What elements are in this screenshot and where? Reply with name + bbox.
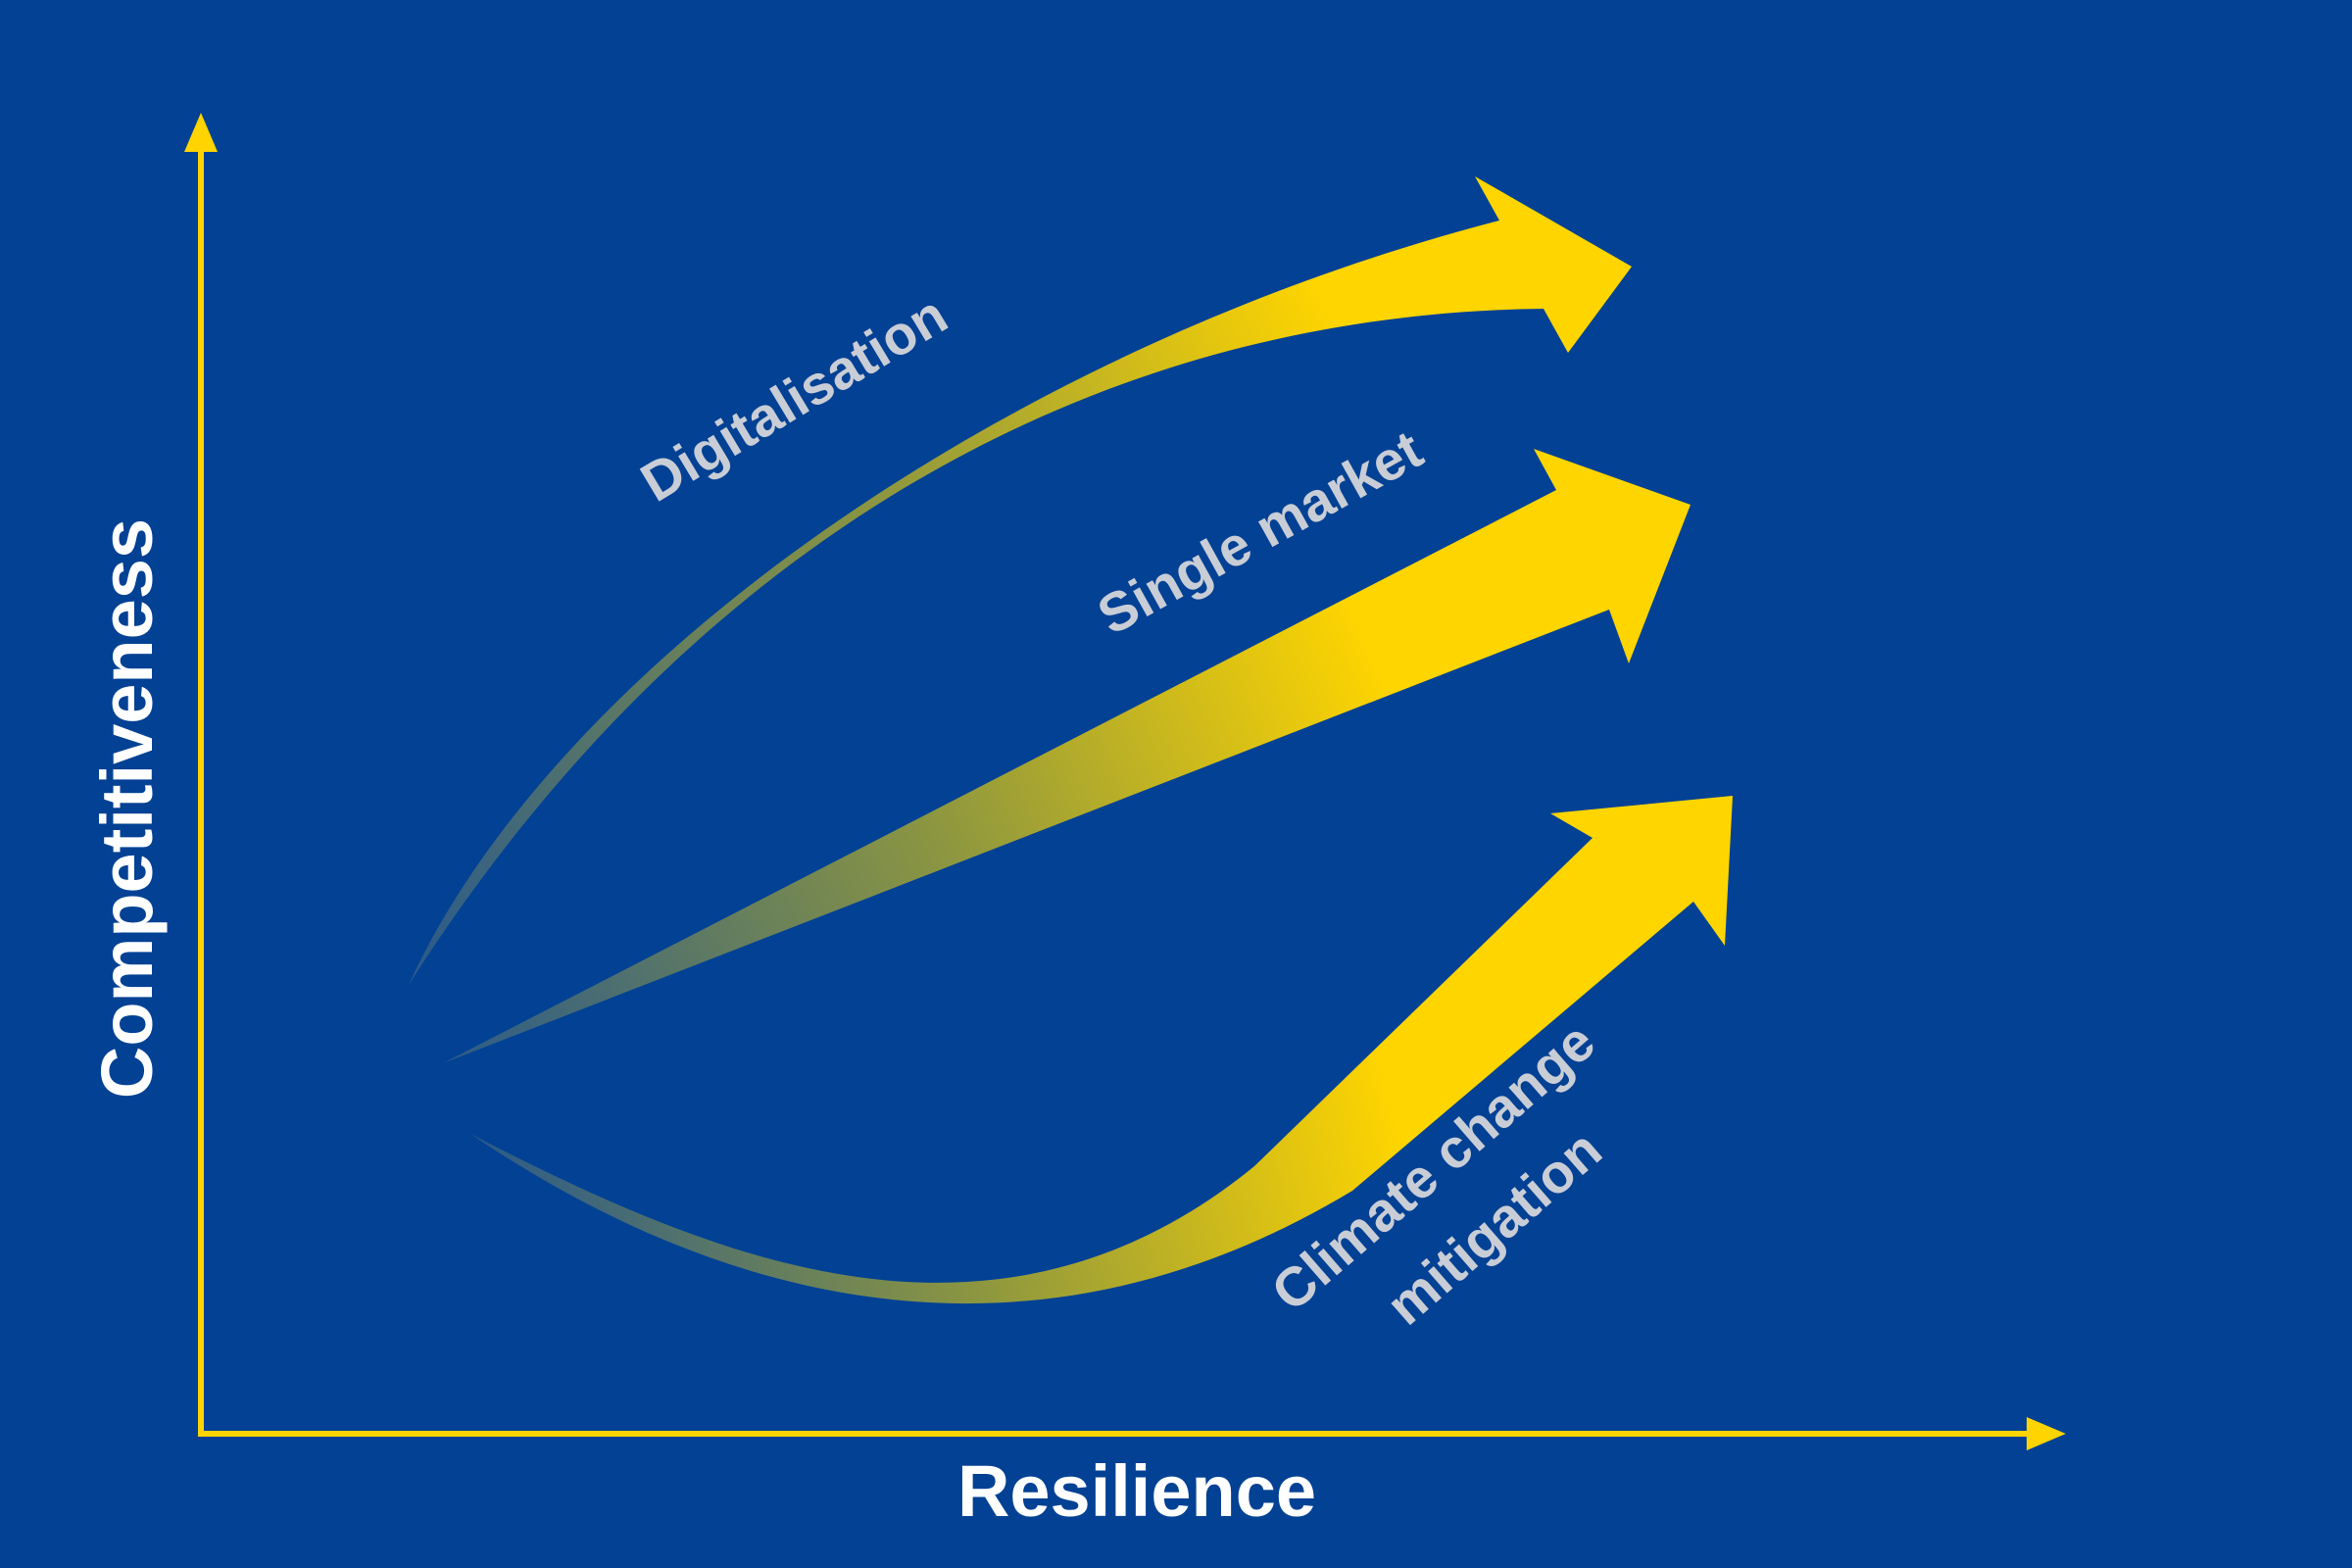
- y-axis-title: Competitiveness: [86, 518, 168, 1099]
- x-axis: [198, 1417, 2066, 1450]
- y-axis: [184, 113, 218, 1434]
- x-axis-title: Resilience: [957, 1450, 1316, 1532]
- x-axis-arrowhead: [2027, 1417, 2066, 1450]
- digitalisation-arrow: [409, 176, 1632, 985]
- climate-change-arrow: [470, 796, 1733, 1304]
- y-axis-arrowhead: [184, 113, 218, 152]
- single-market-arrow: [443, 449, 1690, 1063]
